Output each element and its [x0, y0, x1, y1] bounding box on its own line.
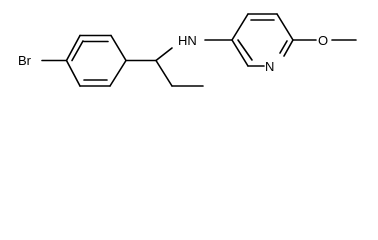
amine-label: HN — [178, 33, 197, 48]
propyl-chain — [125, 47, 204, 87]
pyridine-ring — [231, 13, 294, 67]
pyridine-nitrogen-label: N — [265, 59, 274, 74]
chemical-structure: Br HN N O — [18, 13, 357, 87]
methoxy-oxygen-label: O — [318, 33, 328, 48]
bromine-label: Br — [18, 53, 32, 68]
bromophenyl-ring — [65, 34, 127, 87]
